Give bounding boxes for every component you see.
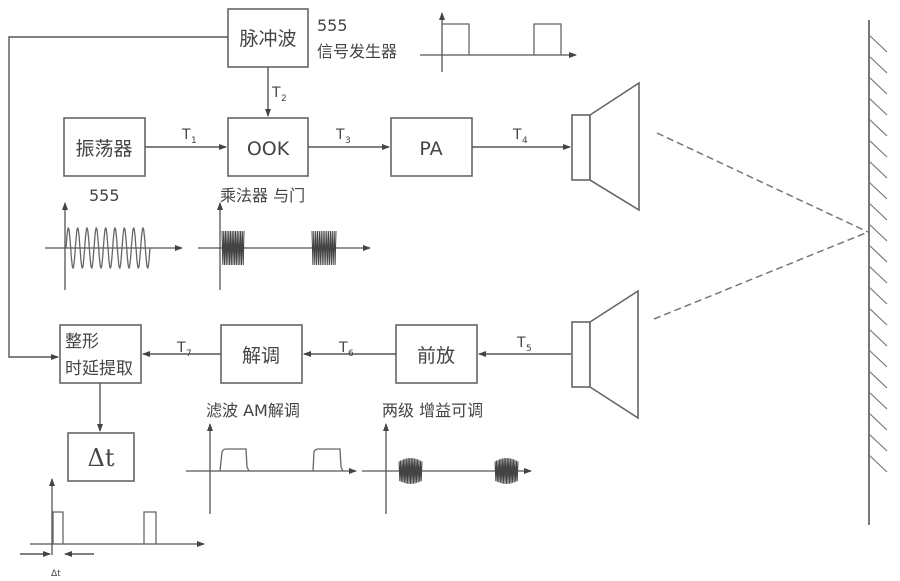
block-shaping-label-2: 时延提取 xyxy=(65,359,133,379)
waveform-ook-bursts xyxy=(198,202,371,290)
signal-label-t7: T 7 xyxy=(176,340,192,359)
svg-text:4: 4 xyxy=(522,136,528,146)
svg-text:T: T xyxy=(338,340,348,356)
wall-hatch xyxy=(868,286,888,305)
wall-hatch xyxy=(868,307,888,326)
svg-text:5: 5 xyxy=(526,344,532,354)
svg-text:6: 6 xyxy=(348,349,354,359)
wall-hatch xyxy=(868,160,888,179)
svg-text:2: 2 xyxy=(281,94,287,104)
block-pulse-wave: 脉冲波 xyxy=(227,8,309,68)
acoustic-path-reflected xyxy=(653,231,869,320)
wall-hatch xyxy=(868,202,888,221)
wall-hatch xyxy=(868,433,888,452)
wall-hatch xyxy=(868,370,888,389)
wall-hatch xyxy=(868,328,888,347)
svg-text:T: T xyxy=(335,127,345,143)
svg-text:T: T xyxy=(176,340,186,356)
svg-text:7: 7 xyxy=(186,349,192,359)
block-shaping-label-1: 整形 xyxy=(65,332,99,352)
svg-text:T: T xyxy=(516,335,526,351)
block-preamp: 前放 xyxy=(395,324,478,384)
svg-text:1: 1 xyxy=(191,136,197,146)
svg-text:T: T xyxy=(181,127,191,143)
wall-hatch xyxy=(868,244,888,263)
signal-label-t6: T 6 xyxy=(338,340,354,359)
wall-hatch xyxy=(868,118,888,137)
block-delta-t-label: Δt xyxy=(88,444,115,472)
wall-hatch xyxy=(868,55,888,74)
block-shaping-delay-extract: 整形 时延提取 xyxy=(59,324,142,384)
waveform-pulse xyxy=(420,12,577,72)
block-pa-label: PA xyxy=(419,138,442,160)
block-ook: OOK xyxy=(227,117,309,177)
wall-hatch xyxy=(868,139,888,158)
waveform-delta-t: Δt xyxy=(20,478,205,579)
svg-text:T: T xyxy=(512,127,522,143)
block-demod-label: 解调 xyxy=(242,345,280,367)
signal-label-t4: T 4 xyxy=(512,127,528,146)
transmitter-speaker-icon xyxy=(571,81,640,212)
feedback-wire xyxy=(8,36,228,360)
annotation-signal-generator: 信号发生器 xyxy=(317,42,397,61)
wall-hatch xyxy=(868,181,888,200)
annotation-filter-am-demod: 滤波 AM解调 xyxy=(206,401,300,420)
wall-hatch xyxy=(868,97,888,116)
delta-t-small-label: Δt xyxy=(51,569,61,579)
annotation-osc-555: 555 xyxy=(89,186,120,205)
wall-hatch xyxy=(868,34,888,53)
annotation-two-stage-gain: 两级 增益可调 xyxy=(382,401,483,420)
block-oscillator-label: 振荡器 xyxy=(75,138,132,160)
block-pulse-label: 脉冲波 xyxy=(239,28,296,50)
svg-text:T: T xyxy=(271,85,281,101)
annotation-multiplier-and-gate: 乘法器 与门 xyxy=(220,186,305,205)
block-preamp-label: 前放 xyxy=(417,345,455,367)
svg-text:3: 3 xyxy=(345,136,351,146)
waveform-oscillator-sine xyxy=(45,202,183,290)
block-ook-label: OOK xyxy=(247,138,290,160)
wall-hatch xyxy=(868,349,888,368)
block-oscillator: 振荡器 xyxy=(63,117,146,177)
block-demodulation: 解调 xyxy=(220,324,303,384)
signal-label-t5: T 5 xyxy=(516,335,532,354)
wall-hatch xyxy=(868,454,888,473)
block-delta-t: Δt xyxy=(67,432,135,482)
wall-hatch xyxy=(868,265,888,284)
waveform-preamp-received xyxy=(362,423,532,514)
reflecting-wall-icon xyxy=(868,20,888,525)
block-pa: PA xyxy=(390,117,473,177)
wall-hatch xyxy=(868,412,888,431)
annotation-555: 555 xyxy=(317,16,348,35)
wall-hatch xyxy=(868,391,888,410)
waveform-demod-output xyxy=(186,423,357,514)
acoustic-path-outgoing xyxy=(656,132,869,233)
receiver-speaker-icon xyxy=(571,289,639,420)
wall-hatch xyxy=(868,223,888,242)
signal-label-t2: T 2 xyxy=(271,85,287,104)
wall-hatch xyxy=(868,76,888,95)
signal-label-t1: T 1 xyxy=(181,127,197,146)
signal-label-t3: T 3 xyxy=(335,127,351,146)
